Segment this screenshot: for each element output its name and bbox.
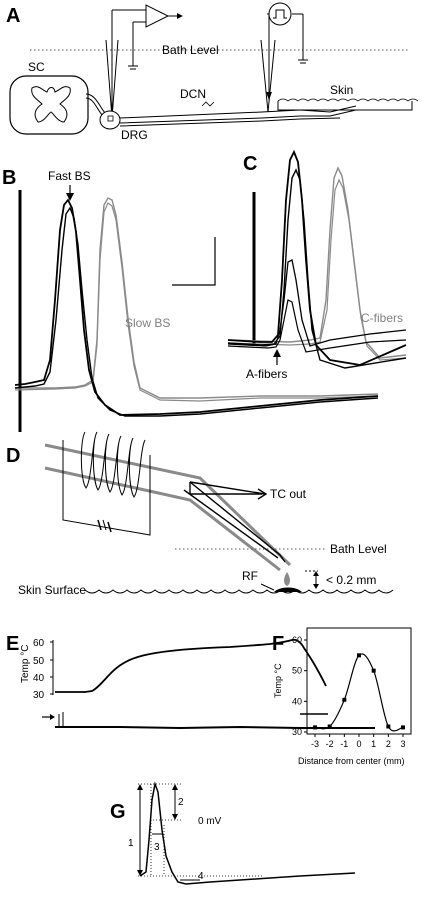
x-tick-label: 0 (356, 739, 361, 749)
droplet-icon (284, 572, 290, 586)
temp-tick-50: 50 (33, 656, 45, 667)
y-tick-label: 40 (292, 696, 302, 706)
panel-b: B Fast BS Slow BS (2, 167, 379, 432)
panel-label-d: D (6, 445, 20, 467)
panel-label-a: A (6, 5, 20, 27)
recording-electrode (105, 10, 119, 119)
chart-points (313, 653, 405, 730)
x-tick-label: -3 (311, 739, 319, 749)
fast-bs-trace-1 (14, 198, 379, 416)
scale-bar-b (172, 237, 216, 286)
panel-label-e: E (6, 633, 19, 655)
x-tick-label: -2 (326, 739, 334, 749)
data-point (386, 724, 391, 729)
receptive-field (274, 587, 302, 592)
spinal-cord: SC (9, 60, 89, 135)
measure-4-label: 4 (198, 871, 204, 882)
data-point (401, 725, 405, 730)
probe-upper-edge (44, 443, 292, 567)
measure-2-label: 2 (178, 797, 184, 808)
chart-series-line (314, 653, 404, 732)
panel-label-f: F (272, 633, 284, 655)
data-point (357, 653, 361, 658)
data-point (342, 697, 347, 702)
drg-label: DRG (121, 128, 148, 142)
bath-level-label-d: Bath Level (330, 542, 387, 556)
amplifier-icon (112, 4, 183, 70)
a-fibers-label: A-fibers (246, 367, 287, 381)
data-point (327, 724, 332, 729)
skin-surface-line (84, 589, 394, 594)
x-tick-label: 1 (371, 739, 376, 749)
a-fiber-trace-4 (227, 299, 407, 353)
panel-d: D TC out Bath Level RF Skin Surface (6, 431, 394, 597)
x-tick-label: 3 (400, 739, 405, 749)
x-tick-label: 2 (386, 739, 391, 749)
slow-bs-trace-1 (15, 197, 379, 399)
data-point (313, 725, 317, 730)
tc-out-label: TC out (270, 487, 307, 501)
probe-lower-edge (44, 466, 281, 572)
y-tick-label: 50 (292, 666, 302, 676)
panel-c: C C-fibers A-fibers (227, 149, 407, 381)
slow-bs-trace-2 (14, 202, 379, 402)
drg: DRG (85, 93, 148, 142)
tc-out-arrow (257, 488, 268, 500)
fast-bs-trace-2 (14, 206, 379, 417)
measure-3-label: 3 (154, 842, 160, 853)
measure-1-label: 1 (128, 838, 134, 849)
dcn-label: DCN (180, 87, 206, 101)
action-potential-trace (139, 781, 356, 885)
y-tick-label: 30 (292, 727, 302, 737)
panel-label-c: C (243, 153, 257, 175)
chart-y-label: Temp °C (273, 663, 283, 698)
sc-label: SC (28, 60, 45, 74)
fast-bs-label: Fast BS (48, 169, 91, 183)
temp-tick-40: 40 (33, 673, 45, 684)
skin-surface-label: Skin Surface (18, 583, 86, 597)
neural-recording-trace (55, 725, 375, 730)
x-tick-label: -1 (340, 739, 348, 749)
a-fiber-trace-1 (227, 149, 407, 366)
chart-x-label: Distance from center (mm) (298, 756, 405, 766)
battery-icon (97, 519, 102, 531)
panel-label-b: B (2, 167, 16, 189)
c-fiber-trace-2 (227, 178, 407, 361)
y-tick-label: 60 (292, 635, 302, 645)
thermocouple-wire (189, 481, 286, 563)
heating-coil (62, 431, 151, 536)
panel-g: G 1 2 0 mV 3 4 (110, 781, 356, 885)
c-fibers-label: C-fibers (361, 311, 403, 325)
skin: Skin (277, 83, 419, 111)
a-fiber-trace-3 (227, 259, 407, 347)
stimulator-icon (260, 2, 308, 113)
panel-e: E 60 50 40 30 Temp °C (6, 633, 375, 730)
zero-mv-label: 0 mV (198, 816, 222, 827)
dcn-nerve: DCN (119, 87, 357, 127)
data-point (371, 668, 376, 673)
skin-label: Skin (330, 83, 353, 97)
rf-label: RF (242, 569, 258, 583)
panel-label-g: G (110, 801, 126, 823)
temp-tick-60: 60 (33, 638, 45, 649)
chart-y-ticks: 30 40 50 60 (292, 635, 307, 737)
temp-tick-30: 30 (33, 690, 45, 701)
temp-axis-label: Temp °C (20, 645, 31, 683)
slow-bs-label: Slow BS (125, 316, 170, 330)
temperature-trace (55, 638, 327, 693)
bath-level-label: Bath Level (162, 43, 219, 57)
distance-label: < 0.2 mm (326, 573, 376, 587)
panel-a: A Bath Level (6, 2, 419, 142)
